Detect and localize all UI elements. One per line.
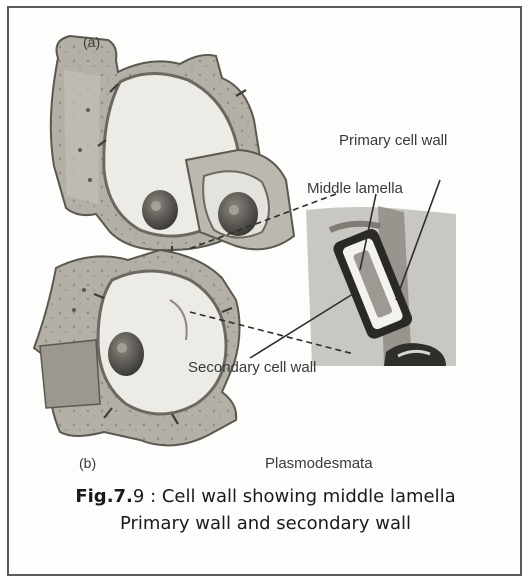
label-plasmodesmata: Plasmodesmata bbox=[265, 455, 373, 472]
figure-caption: Fig.7.9 : Cell wall showing middle lamel… bbox=[0, 483, 531, 537]
caption-text: 9 : Cell wall showing middle lamella bbox=[133, 486, 456, 507]
cell-group-lower bbox=[34, 250, 240, 445]
label-middle-lamella: Middle lamella bbox=[307, 180, 403, 197]
caption-line-2: Primary wall and secondary wall bbox=[0, 510, 531, 537]
label-b: (b) bbox=[79, 455, 96, 471]
magnified-wall-inset bbox=[306, 206, 456, 366]
label-primary-cell-wall: Primary cell wall bbox=[339, 132, 447, 149]
caption-line-1: Fig.7.9 : Cell wall showing middle lamel… bbox=[0, 483, 531, 510]
label-secondary-cell-wall: Secondary cell wall bbox=[188, 359, 316, 376]
caption-fig-number: Fig.7. bbox=[75, 486, 133, 507]
label-a: (a) bbox=[83, 34, 100, 50]
